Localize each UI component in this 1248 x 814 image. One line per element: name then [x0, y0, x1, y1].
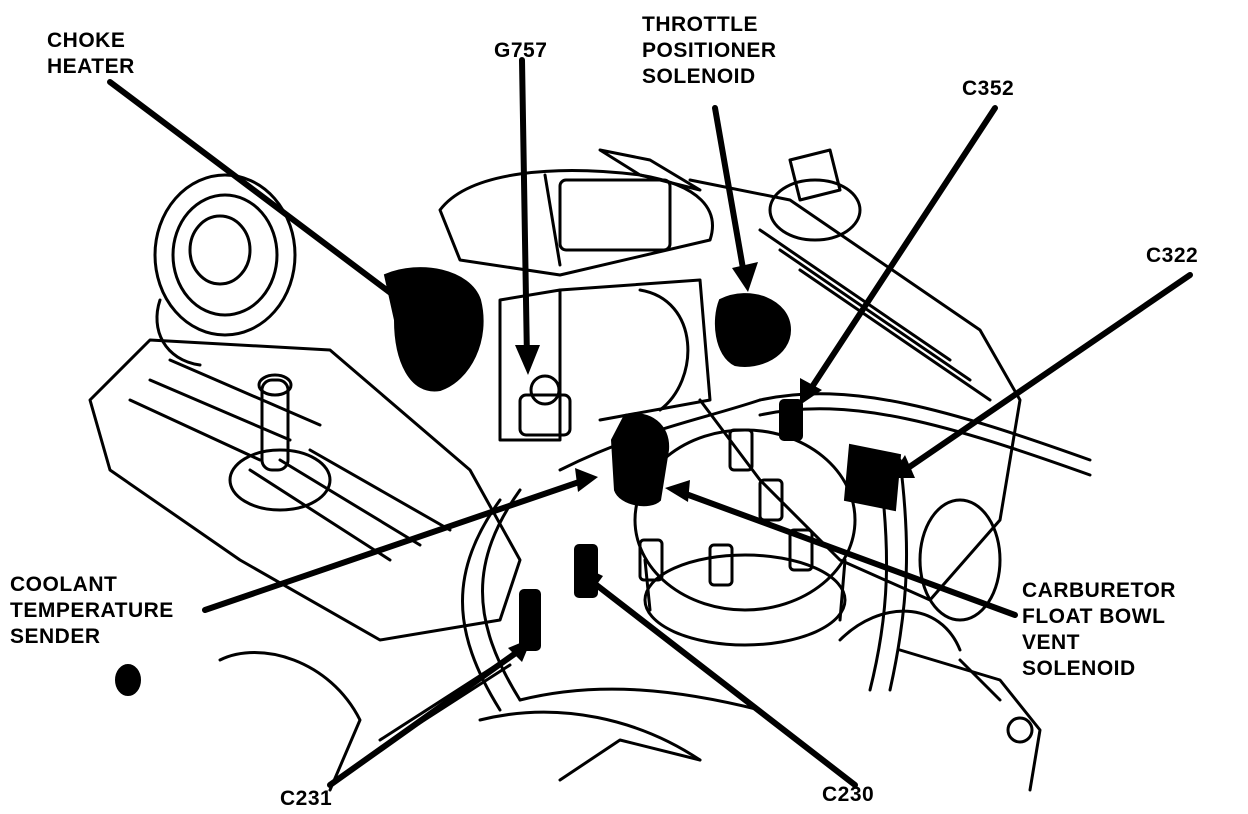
arrowhead-c231 [508, 638, 532, 662]
leader-choke-heater [107, 79, 403, 303]
leader-c352 [807, 105, 998, 393]
right-valve-cover [688, 148, 1022, 622]
c352-connector [779, 399, 803, 441]
leader-c231 [327, 647, 523, 788]
choke-heater-connector [383, 267, 484, 392]
label-throttle-positioner-solenoid: THROTTLE POSITIONER SOLENOID [642, 13, 777, 88]
label-coolant-temperature-sender: COOLANT TEMPERATURE SENDER [10, 573, 174, 648]
arrowhead-c352 [800, 378, 822, 405]
lower-engine [218, 648, 1042, 792]
leader-throttle-positioner [712, 105, 748, 283]
arrowhead-throttle-positioner [732, 262, 758, 292]
carburetor [438, 148, 714, 442]
arrowhead-c230 [582, 566, 603, 594]
bolt-head [115, 664, 141, 696]
left-valve-cover [88, 338, 522, 642]
label-g757: G757 [494, 39, 548, 62]
c322-connector [843, 443, 902, 512]
label-c352: C352 [962, 77, 1015, 100]
leader-g757 [519, 57, 530, 363]
wiring-harness [368, 392, 1092, 757]
arrowhead-coolant-sender [575, 468, 598, 492]
arrowhead-float-bowl-vent [665, 480, 690, 502]
label-c322: C322 [1146, 244, 1199, 267]
label-c230: C230 [822, 783, 875, 806]
distributor [633, 428, 857, 647]
leader-c230 [587, 577, 858, 788]
arrowhead-g757 [515, 345, 540, 375]
throttle-positioner-connector [714, 293, 792, 367]
label-carburetor-float-bowl-vent-solenoid: CARBURETOR FLOAT BOWL VENT SOLENOID [1022, 579, 1176, 680]
leader-float-bowl-vent [672, 487, 1018, 618]
leader-coolant-sender [202, 477, 588, 613]
label-choke-heater: CHOKE HEATER [47, 29, 135, 78]
c231-connector [519, 589, 541, 651]
label-c231: C231 [280, 787, 333, 810]
arrowhead-c322 [890, 455, 915, 478]
leader-c322 [902, 272, 1193, 473]
float-bowl-vent-connector [610, 413, 670, 507]
